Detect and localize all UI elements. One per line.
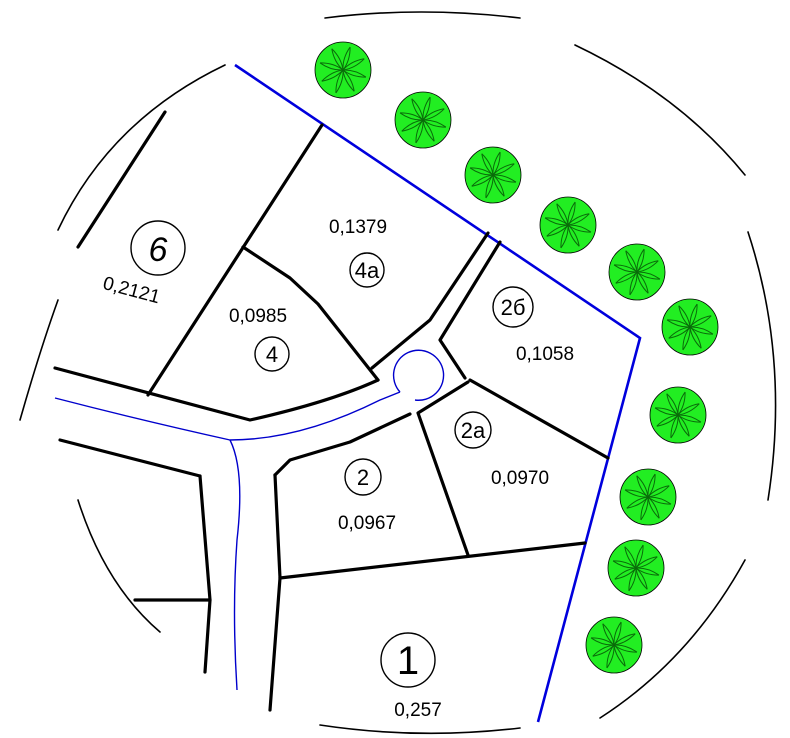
tree-icon [394, 91, 452, 149]
road-axis-branch [229, 439, 241, 691]
parcel-6-west-edge [76, 110, 167, 249]
road-south-edge [58, 438, 202, 478]
road-axis-turnaround [392, 349, 445, 401]
parcel-number-circle-icon [349, 252, 385, 288]
parcel-1-number: 1 [397, 639, 419, 683]
parcel-2a-west-edge [416, 380, 470, 557]
tree-icon [539, 196, 597, 254]
tree-icon [661, 298, 719, 356]
parcel-2a-area: 0,0970 [491, 468, 549, 489]
parcel-number-circle-icon [130, 220, 186, 276]
arc-left [19, 299, 59, 421]
tree-icon [314, 41, 372, 99]
parcel-4a-east-edge [370, 231, 490, 370]
parcel-6-number: 6 [149, 231, 168, 269]
parcel-2b-south-edge [468, 378, 610, 460]
parcel-2b-area: 0,1058 [516, 344, 574, 365]
road-axis-main [54, 391, 401, 441]
parcel-4-divider [241, 245, 380, 382]
parcel-number-circle-icon [254, 336, 290, 372]
road-west-edge [198, 474, 212, 674]
tree-row [314, 41, 719, 674]
parcel-4-area: 0,0985 [229, 306, 287, 327]
arc-right-top [574, 44, 746, 176]
road-north-edge [53, 366, 380, 422]
parcel-1-north-edge [278, 541, 587, 580]
parcel-number-circle-icon [492, 286, 534, 328]
tree-icon [608, 243, 666, 301]
parcel-4a-number: 4а [355, 258, 380, 283]
boundary-line [234, 63, 642, 723]
parcel-6-area: 0,2121 [101, 273, 163, 308]
parcel-6-east-edge [146, 123, 324, 397]
arc-top-right [324, 11, 521, 19]
parcel-2-number: 2 [357, 465, 369, 490]
arc-bottom-left [77, 499, 161, 633]
parcel-2b-number: 2б [501, 295, 526, 320]
tree-icon [607, 539, 665, 597]
parcel-labels: 6 0,2121 0,1379 4а 0,0985 4 2б 0,1058 2а… [101, 217, 574, 721]
arc-right-bottom [599, 559, 746, 719]
parcel-2a-number: 2а [461, 418, 486, 443]
parcel-2-area: 0,0967 [338, 513, 396, 534]
parcel-1-west-edge [268, 576, 282, 712]
arc-bottom [319, 724, 521, 735]
parcel-2-north-edge [273, 412, 412, 477]
tree-icon [619, 468, 677, 526]
parcel-1-area: 0,257 [394, 700, 442, 721]
parcel-lines [53, 110, 610, 712]
parcel-4a-area: 0,1379 [329, 217, 387, 238]
arc-right [747, 231, 777, 501]
parcel-number-circle-icon [344, 458, 382, 496]
tree-icon [585, 616, 643, 674]
tree-icon [649, 386, 707, 444]
parcel-2-west-edge [273, 473, 282, 580]
parcel-number-circle-icon [380, 632, 436, 688]
parcel-2b-west-edge [438, 240, 502, 380]
parcel-4-number: 4 [266, 342, 278, 367]
tree-icon [464, 146, 522, 204]
outer-arcs [19, 11, 777, 735]
road-axis [54, 349, 445, 691]
parcel-number-circle-icon [454, 411, 492, 449]
arc-top-left [57, 64, 226, 231]
